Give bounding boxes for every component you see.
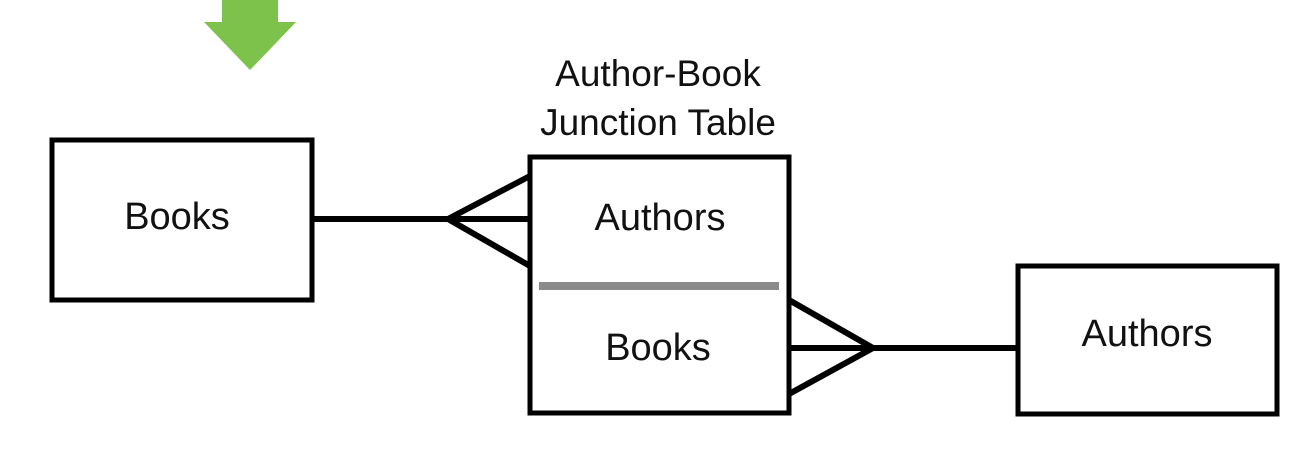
authors-entity-box — [1015, 263, 1280, 417]
down-arrow-icon — [204, 0, 296, 70]
crows-foot-lower-prong — [787, 345, 875, 397]
crows-foot-upper-prong — [787, 297, 875, 351]
books-junction-connector — [312, 173, 532, 269]
authors-entity: Authors — [1015, 263, 1280, 417]
junction-field-authors: Authors — [595, 197, 726, 239]
junction-table-title-line-1: Author-Book — [555, 53, 761, 94]
books-entity-box — [49, 137, 315, 303]
crows-foot-lower-prong — [446, 216, 532, 269]
books-entity: Books — [49, 137, 315, 303]
books-entity-label: Books — [124, 196, 230, 238]
authors-junction-connector — [787, 297, 1018, 397]
junction-field-books: Books — [605, 327, 711, 369]
junction-table-entity: Authors Books — [527, 154, 792, 416]
authors-entity-label: Authors — [1082, 313, 1213, 355]
crows-foot-upper-prong — [446, 173, 532, 222]
junction-table-title-line-2: Junction Table — [540, 102, 776, 143]
